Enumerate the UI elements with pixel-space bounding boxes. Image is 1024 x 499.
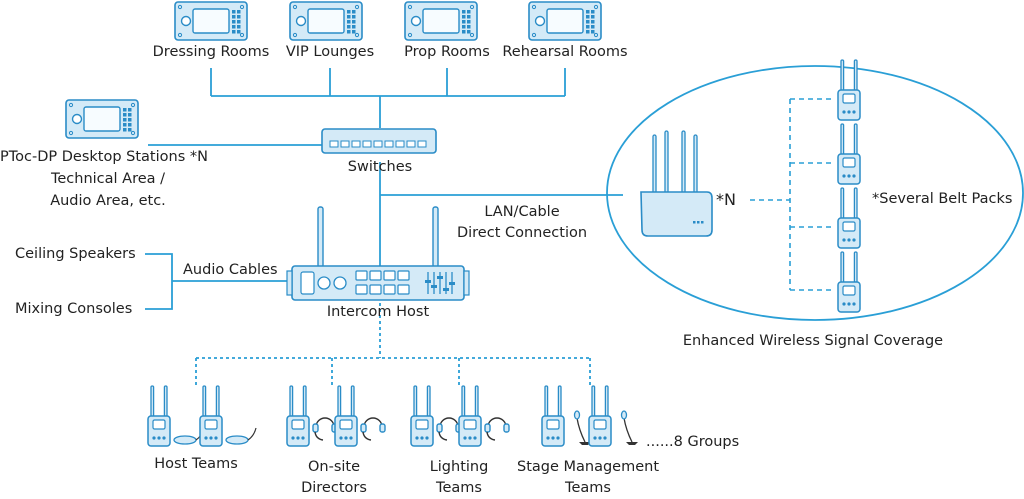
lighting-teams-devices [410,385,510,447]
team-label-lighting: Lighting Teams [429,459,489,496]
stage-management-devices [541,385,639,447]
belt-packs-label: *Several Belt Packs [872,191,1013,207]
panel-label-vip-lounges: VIP Lounges [285,44,375,60]
team-distribution-lines [195,303,591,388]
lan-connection-label: LAN/Cable Direct Connection [456,204,588,241]
host-teams-devices [147,385,257,447]
network-switch-icon [321,128,437,154]
wireless-links [750,98,835,291]
team-label-host: Host Teams [154,456,238,472]
switches-label: Switches [347,159,413,175]
groups-count-label: ......8 Groups [646,434,740,450]
panel-label-rehearsal-rooms: Rehearsal Rooms [502,44,628,60]
audio-cables-label: Audio Cables [183,262,278,278]
team-label-directors: On-site Directors [301,459,367,496]
intercom-host-icon [286,206,470,301]
top-network-lines [145,68,623,310]
desktop-area-label-1: Technical Area / [50,171,166,187]
coverage-label: Enhanced Wireless Signal Coverage [682,333,944,349]
desktop-area-label-2: Audio Area, etc. [50,193,166,209]
intercom-host-label: Intercom Host [326,304,430,320]
wireless-coverage-zone [606,65,1024,321]
ceiling-speakers-label: Ceiling Speakers [15,246,136,262]
router-multiplier-label: *N [716,190,736,209]
mixing-consoles-label: Mixing Consoles [15,301,133,317]
team-label-stage-management: Stage Management Teams [516,459,660,496]
desktop-stations-label: PToc-DP Desktop Stations *N [0,149,208,165]
panel-label-dressing-rooms: Dressing Rooms [152,44,270,60]
wireless-router-icon [640,130,713,237]
panel-label-prop-rooms: Prop Rooms [404,44,490,60]
onsite-directors-devices [286,385,386,447]
